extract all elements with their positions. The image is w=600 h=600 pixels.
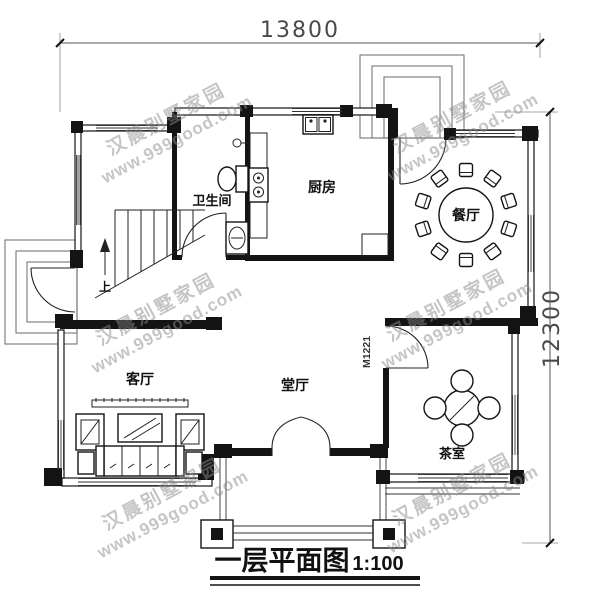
- living-room-furniture: [75, 398, 205, 477]
- floor-drain: [232, 138, 242, 148]
- tea-stool: [450, 423, 474, 447]
- tv-cabinet-ticks: [95, 398, 185, 402]
- rear-entry-door: [399, 137, 447, 185]
- title-underline-thick: [210, 576, 420, 580]
- arrow-up-icon: [100, 238, 110, 252]
- fridge: [361, 233, 389, 257]
- window: [78, 478, 196, 486]
- side-table: [77, 451, 95, 475]
- dim-tick: [545, 538, 555, 548]
- tea-table-set: [423, 369, 501, 447]
- tv-cabinet: [91, 399, 189, 408]
- side-table: [185, 451, 203, 475]
- tea-stool: [450, 369, 474, 393]
- window: [96, 125, 158, 131]
- door-code-label: M1221: [361, 336, 373, 368]
- front-porch: [200, 458, 406, 549]
- top-dimension: 13800: [55, 18, 545, 112]
- dim-tick: [535, 38, 545, 48]
- stairs-up-label: 上: [99, 279, 111, 294]
- right-dimension: 12300: [495, 107, 565, 548]
- title-block: 一层平面图 1:100: [210, 546, 420, 586]
- room-label-kitchen: 厨房: [308, 179, 336, 195]
- bathroom-fixtures: [217, 138, 249, 255]
- window: [455, 130, 515, 137]
- armchair: [175, 413, 205, 451]
- toilet-bowl: [217, 166, 237, 192]
- kitchen-fixtures: [248, 114, 389, 257]
- washbasin: [228, 226, 246, 250]
- plan-scale: 1:100: [352, 553, 403, 575]
- round-dining-table: [438, 187, 494, 243]
- window: [418, 474, 508, 482]
- plan-title: 一层平面图: [215, 546, 350, 576]
- tea-stool: [477, 396, 501, 420]
- side-entry-door: [30, 267, 76, 313]
- tea-stool: [423, 396, 447, 420]
- dim-tick: [545, 107, 555, 117]
- room-label-tea: 茶室: [439, 446, 465, 461]
- room-label-living: 客厅: [125, 371, 154, 387]
- room-label-hall: 堂厅: [281, 377, 309, 393]
- watermark: 汉晨别墅家园 www.999good.com: [377, 264, 535, 374]
- side-porch-steps: [4, 239, 78, 345]
- top-dimension-value: 13800: [260, 18, 340, 43]
- staircase: 上: [94, 209, 206, 299]
- window: [76, 155, 81, 225]
- dining-table-set: [414, 162, 518, 268]
- windows: [58, 108, 534, 486]
- window: [58, 420, 64, 470]
- tea-room-door: [385, 325, 429, 369]
- room-label-bathroom: 卫生间: [192, 193, 231, 208]
- armchair: [75, 413, 105, 451]
- sofa: [95, 445, 185, 477]
- toilet-tank: [235, 165, 249, 193]
- dim-tick: [55, 38, 65, 48]
- tea-room-step: [385, 487, 520, 495]
- window: [512, 395, 518, 455]
- main-entry-double-door: [271, 416, 331, 456]
- right-dimension-value: 12300: [540, 288, 565, 368]
- window: [528, 215, 534, 272]
- dining-chairs: [414, 162, 518, 268]
- room-label-dining: 餐厅: [451, 207, 480, 223]
